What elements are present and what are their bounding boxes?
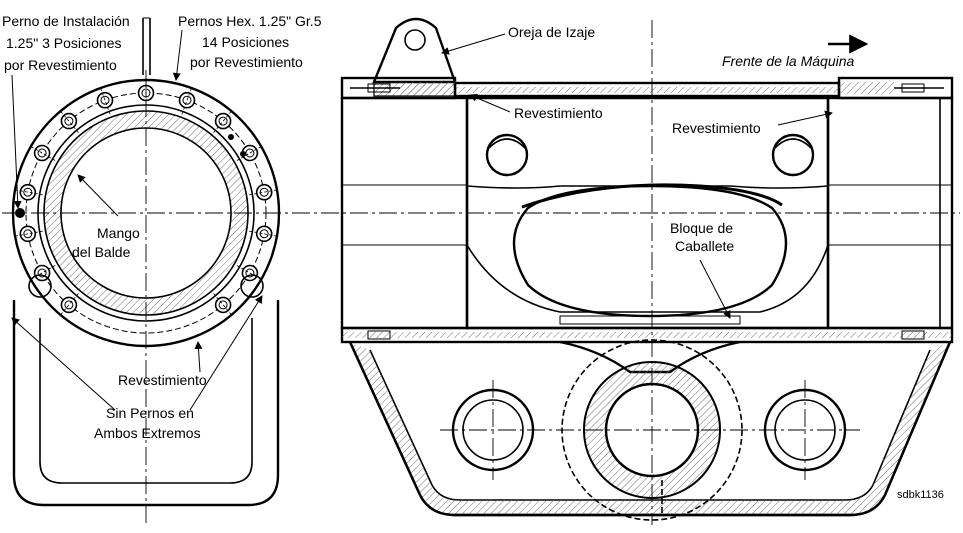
hex-bolt-inner xyxy=(182,95,192,105)
hex-bolt-inner xyxy=(37,148,47,158)
hex-bolt-inner xyxy=(23,229,33,239)
liner-top-right-label: Revestimiento xyxy=(672,120,761,136)
side-view xyxy=(340,17,954,525)
lifting-lug xyxy=(372,17,457,84)
hex-bolt-inner xyxy=(64,116,74,126)
hex-bolts-label-1: Pernos Hex. 1.25" Gr.5 xyxy=(178,13,322,29)
saddle-block xyxy=(512,184,788,318)
install-bolt-label-1: Perno de Instalación xyxy=(2,13,130,29)
right-cap xyxy=(771,133,815,177)
saddle-block-label-1: Bloque de xyxy=(670,220,733,236)
saddle-block-label-2: Caballete xyxy=(675,238,734,254)
liner-bottom-label: Revestimiento xyxy=(118,372,207,388)
drawing-id-label: sdbk1136 xyxy=(897,489,944,501)
left-end-hole xyxy=(28,274,52,298)
hex-bolt-inner xyxy=(259,187,269,197)
lifting-lug-label: Oreja de Izaje xyxy=(508,24,595,40)
labels: Perno de Instalación 1.25" 3 Posiciones … xyxy=(2,13,944,501)
hex-bolt-inner xyxy=(23,187,33,197)
hex-bolt-inner xyxy=(259,229,269,239)
hex-bolt xyxy=(60,112,78,130)
leader-lines xyxy=(11,29,869,411)
hex-bolt-inner xyxy=(218,116,228,126)
hex-bolt xyxy=(60,296,78,314)
hex-bolt-ring xyxy=(13,79,279,316)
machine-front-label: Frente de la Máquina xyxy=(722,53,855,69)
hex-bolt-inner xyxy=(218,300,228,310)
install-bolt-label-3: por Revestimiento xyxy=(4,57,117,73)
hex-bolt-inner xyxy=(64,300,74,310)
end-view xyxy=(2,17,960,525)
hex-bolt-inner xyxy=(245,148,255,158)
hex-bolt-inner xyxy=(245,268,255,278)
install-bolt-label-2: 1.25" 3 Posiciones xyxy=(6,35,122,51)
hex-bolt-inner xyxy=(37,268,47,278)
hex-bolt xyxy=(214,112,232,130)
hex-bolts-label-2: 14 Posiciones xyxy=(202,34,289,50)
hex-bolt xyxy=(178,91,196,109)
no-bolts-label-1: Sin Pernos en xyxy=(106,405,194,421)
hex-bolt xyxy=(96,91,114,109)
left-cap xyxy=(485,133,529,177)
no-bolts-label-2: Ambos Extremos xyxy=(94,425,201,441)
bucket-handle-label-2: del Balde xyxy=(72,244,131,260)
hex-bolts-label-3: por Revestimiento xyxy=(190,54,303,70)
right-end-hole xyxy=(240,274,264,298)
liner-top-left-label: Revestimiento xyxy=(514,105,603,121)
bucket-handle-label-1: Mango xyxy=(97,225,140,241)
hex-bolt xyxy=(214,296,232,314)
hex-bolt-inner xyxy=(100,95,110,105)
